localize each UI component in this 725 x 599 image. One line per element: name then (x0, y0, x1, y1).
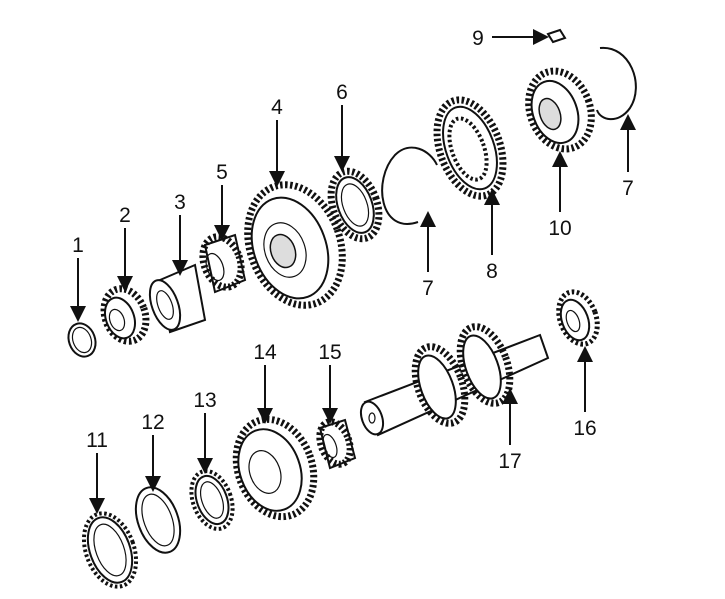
label-3: 3 (174, 191, 186, 214)
label-4: 4 (271, 96, 283, 119)
label-9: 9 (472, 27, 484, 50)
label-13: 13 (193, 389, 216, 412)
part-14-gear (232, 415, 318, 521)
label-14: 14 (253, 341, 277, 364)
part-13-synchro-ring (189, 469, 235, 531)
part-10-synchro-hub (525, 67, 595, 153)
part-5-needle-bearing (199, 233, 247, 294)
part-7-snap-ring-b (596, 46, 637, 121)
part-15-needle-bearing (316, 418, 357, 470)
part-2-bearing-cone (100, 285, 150, 345)
part-12-ring (134, 486, 182, 554)
part-16-bearing (556, 289, 600, 347)
part-6-synchro-ring (327, 167, 383, 243)
part-11-ring (81, 511, 139, 589)
part-1-snap-ring (67, 322, 97, 358)
label-15: 15 (318, 341, 341, 364)
label-11: 11 (86, 429, 108, 452)
label-2: 2 (119, 204, 131, 227)
label-1: 1 (72, 234, 84, 257)
part-8-synchro-sleeve (433, 96, 507, 200)
label-7b: 7 (622, 177, 634, 200)
part-17-countershaft (359, 323, 550, 437)
label-12: 12 (141, 411, 164, 434)
label-10: 10 (548, 217, 571, 240)
part-9-key (546, 28, 567, 44)
callout-arrows (70, 29, 636, 514)
label-16: 16 (573, 417, 596, 440)
label-5: 5 (216, 161, 228, 184)
label-6: 6 (336, 81, 348, 104)
label-8: 8 (486, 260, 498, 283)
part-3-spacer-sleeve (148, 263, 207, 334)
part-7-snap-ring-a (381, 146, 438, 225)
label-7a: 7 (422, 277, 434, 300)
label-17: 17 (498, 450, 521, 473)
part-4-large-gear (244, 181, 346, 309)
